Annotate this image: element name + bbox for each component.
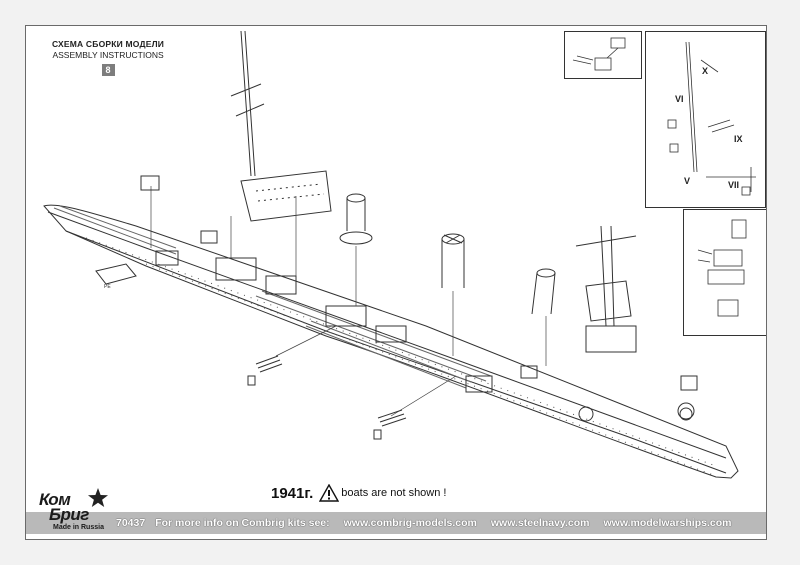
ship-assembly-drawing: PE bbox=[43, 30, 739, 479]
midship-deckhouse bbox=[325, 305, 367, 327]
title-english: ASSEMBLY INSTRUCTIONS bbox=[52, 50, 164, 60]
star-icon bbox=[88, 488, 108, 507]
etch-part-2-marker bbox=[373, 429, 382, 440]
inset-mast-drawing: X VI IX V VII bbox=[667, 41, 756, 196]
callout-roman-vii: VII bbox=[728, 180, 739, 190]
funnel-1 bbox=[339, 193, 373, 245]
inset-mast-detail: X VI IX V VII bbox=[645, 31, 766, 208]
funnel-2 bbox=[441, 233, 465, 288]
title-block: СХЕМА СБОРКИ МОДЕЛИ ASSEMBLY INSTRUCTION… bbox=[52, 39, 164, 78]
instruction-sheet: СХЕМА СБОРКИ МОДЕЛИ ASSEMBLY INSTRUCTION… bbox=[25, 25, 767, 540]
boats-not-shown-note: boats are not shown ! bbox=[341, 487, 447, 499]
searchlight-part bbox=[200, 230, 218, 244]
made-in-russia: Made in Russia bbox=[53, 524, 104, 531]
inset-detail-a bbox=[564, 31, 642, 79]
hull-deck-edge bbox=[47, 211, 727, 459]
url-combrig[interactable]: www.combrig-models.com bbox=[343, 517, 477, 529]
step-number-badge: 8 bbox=[101, 64, 115, 76]
callout-roman-v: V bbox=[684, 176, 690, 186]
hull-side-line bbox=[65, 230, 727, 474]
callout-roman-ix: IX bbox=[734, 134, 743, 144]
title-russian: СХЕМА СБОРКИ МОДЕЛИ bbox=[52, 39, 165, 49]
mast-platform bbox=[240, 170, 332, 222]
mainmast-yard bbox=[575, 235, 637, 247]
logo-line-1: Ком bbox=[39, 490, 71, 509]
etch-part-1 bbox=[255, 355, 283, 373]
funnel-3 bbox=[531, 268, 556, 315]
kit-number: 70437 bbox=[116, 517, 146, 529]
callout-roman-vi: VI bbox=[675, 94, 684, 104]
year-label: 1941г. bbox=[271, 484, 314, 502]
stern-mount bbox=[679, 407, 693, 421]
callout-roman-x: X bbox=[702, 66, 708, 76]
anchor-boom bbox=[95, 263, 137, 285]
forward-turret bbox=[155, 250, 179, 266]
url-steelnavy[interactable]: www.steelnavy.com bbox=[490, 517, 590, 529]
platform-dots bbox=[255, 183, 325, 202]
leader-lines bbox=[150, 186, 547, 417]
deckhouse bbox=[265, 275, 297, 295]
deck-rails bbox=[53, 205, 492, 389]
mainmast bbox=[600, 225, 615, 327]
footnote: 1941г. boats are not shown ! bbox=[271, 484, 446, 502]
davit-part bbox=[140, 175, 160, 191]
logo-line-2: Бриг bbox=[49, 505, 89, 524]
mainmast-brace bbox=[585, 280, 632, 322]
midship-deckhouse-2 bbox=[375, 325, 407, 343]
url-modelwarships[interactable]: www.modelwarships.com bbox=[603, 517, 732, 529]
aft-gun bbox=[520, 365, 538, 379]
logo-wordmark: Ком Бриг bbox=[39, 490, 89, 524]
etch-part-2 bbox=[377, 409, 407, 427]
aft-superstructure bbox=[585, 325, 637, 353]
searchlight-lens bbox=[677, 402, 695, 420]
inset-bridge-detail bbox=[683, 209, 766, 336]
foremast bbox=[240, 30, 256, 177]
warning-triangle-icon bbox=[319, 484, 340, 502]
aft-deckhouse bbox=[465, 375, 493, 393]
vent-part bbox=[680, 375, 698, 391]
inset-bridge-drawing bbox=[697, 219, 747, 317]
footer-bar: 70437 For more info on Combrig kits see:… bbox=[26, 512, 766, 534]
combrig-logo: Ком Бриг Made in Russia bbox=[31, 486, 123, 536]
forward-superstructure bbox=[215, 257, 257, 281]
inset-a-drawing bbox=[572, 37, 626, 71]
capstan bbox=[578, 406, 594, 422]
etch-part-1-marker bbox=[247, 375, 256, 386]
pe-label: PE bbox=[104, 284, 111, 290]
more-info-text: For more info on Combrig kits see: bbox=[155, 517, 330, 529]
foremast-yard bbox=[230, 83, 265, 117]
